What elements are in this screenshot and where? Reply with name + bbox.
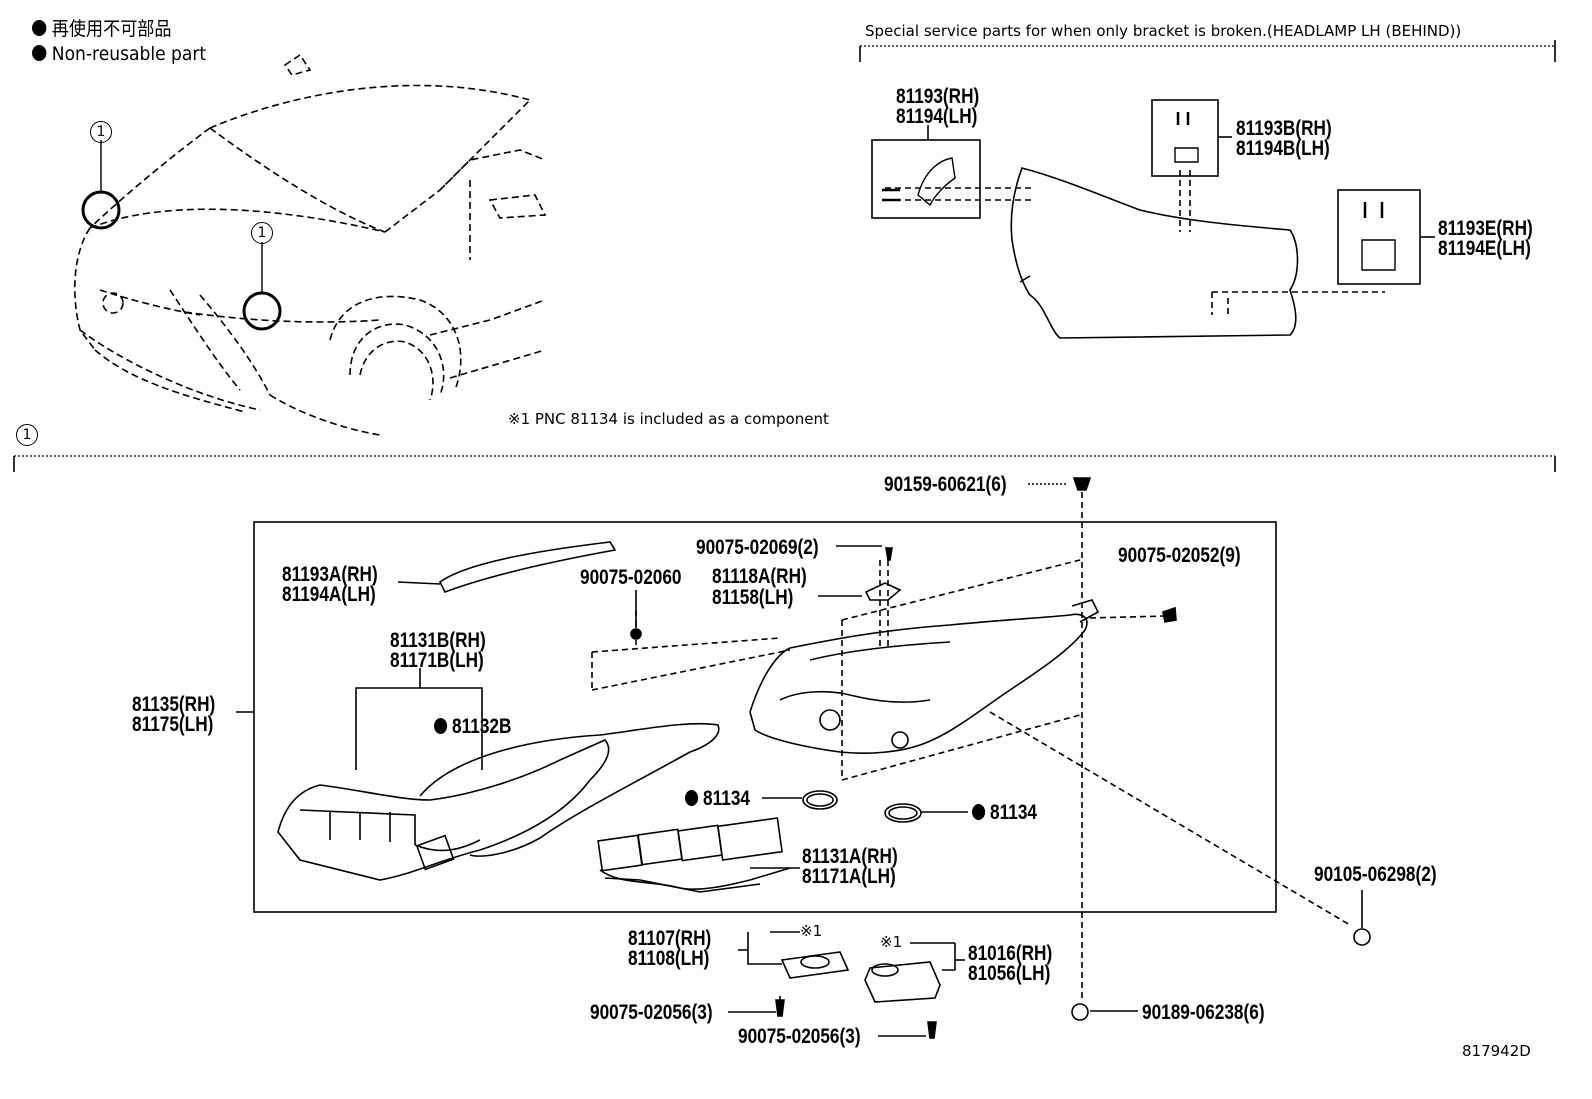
label-81193a: 81193A(RH) [282, 563, 378, 586]
label-81171a: 81171A(LH) [802, 865, 896, 888]
label-81171b: 81171B(LH) [390, 649, 484, 672]
assembly-box [253, 521, 1277, 913]
label-81134-right: 81134 [972, 802, 1037, 823]
callout-marker-1: 1 [90, 121, 112, 143]
label-81108: 81108(LH) [628, 947, 710, 970]
label-81194a: 81194A(LH) [282, 583, 376, 606]
bracket-section-title: Special service parts for when only brac… [865, 22, 1462, 40]
label-81134-right-text: 81134 [990, 801, 1037, 824]
label-90075-02060: 90075-02060 [580, 566, 682, 589]
headlamp-housing [749, 599, 1100, 754]
lens-cover [277, 722, 720, 881]
section-marker: 1 [16, 424, 38, 446]
led-module-cluster [597, 817, 791, 893]
label-81107: 81107(RH) [628, 927, 712, 950]
component-note: ※1 PNC 81134 is included as a component [508, 410, 829, 428]
label-81175: 81175(LH) [132, 713, 214, 736]
ref-mark-2: ※1 [880, 933, 903, 951]
label-81118a: 81118A(RH) [712, 565, 807, 588]
non-reusable-icon [434, 718, 448, 734]
label-90159: 90159-60621(6) [884, 473, 1007, 496]
bullet-icon [32, 20, 47, 36]
label-81193b: 81193B(RH) [1236, 117, 1332, 140]
label-81132b: 81132B [434, 716, 511, 737]
diagram-id: 817942D [1462, 1042, 1531, 1060]
legend-jp: 再使用不可部品 [32, 20, 172, 39]
label-81131a: 81131A(RH) [802, 845, 898, 868]
ref-mark-1: ※1 [800, 922, 823, 940]
non-reusable-icon [972, 804, 986, 820]
label-81194: 81194(LH) [896, 105, 978, 128]
label-81016: 81016(RH) [968, 942, 1053, 965]
callout-marker-2: 1 [251, 222, 273, 244]
car-front-illustration [74, 53, 547, 436]
label-90075-02052: 90075-02052(9) [1118, 544, 1241, 567]
bezel-strip [438, 541, 617, 594]
non-reusable-icon [685, 790, 699, 806]
label-81134-left-text: 81134 [703, 787, 750, 810]
label-90189: 90189-06238(6) [1142, 1001, 1265, 1024]
label-81193: 81193(RH) [896, 85, 980, 108]
legend-jp-text: 再使用不可部品 [51, 18, 172, 40]
label-81193e: 81193E(RH) [1438, 217, 1533, 240]
label-81132b-text: 81132B [452, 715, 512, 738]
callout-circles [81, 140, 282, 331]
legend-en: Non-reusable part [32, 45, 206, 64]
label-81194b: 81194B(LH) [1236, 137, 1330, 160]
label-90105: 90105-06298(2) [1314, 863, 1437, 886]
label-90075-02069: 90075-02069(2) [696, 536, 819, 559]
bracket-box-81193b [1151, 99, 1219, 177]
label-81131b: 81131B(RH) [390, 629, 486, 652]
label-81158: 81158(LH) [712, 586, 794, 609]
headlamp-back-outline [1010, 167, 1299, 339]
label-81056: 81056(LH) [968, 962, 1051, 985]
bullet-icon [32, 45, 47, 61]
label-90075-02056-b: 90075-02056(3) [738, 1025, 861, 1048]
label-81135: 81135(RH) [132, 693, 216, 716]
main-section-frame [13, 455, 1556, 472]
bracket-box-81193 [871, 139, 981, 219]
label-81134-left: 81134 [685, 788, 750, 809]
label-81194e: 81194E(LH) [1438, 237, 1531, 260]
label-90075-02056-a: 90075-02056(3) [590, 1001, 713, 1024]
legend-en-text: Non-reusable part [51, 43, 207, 65]
